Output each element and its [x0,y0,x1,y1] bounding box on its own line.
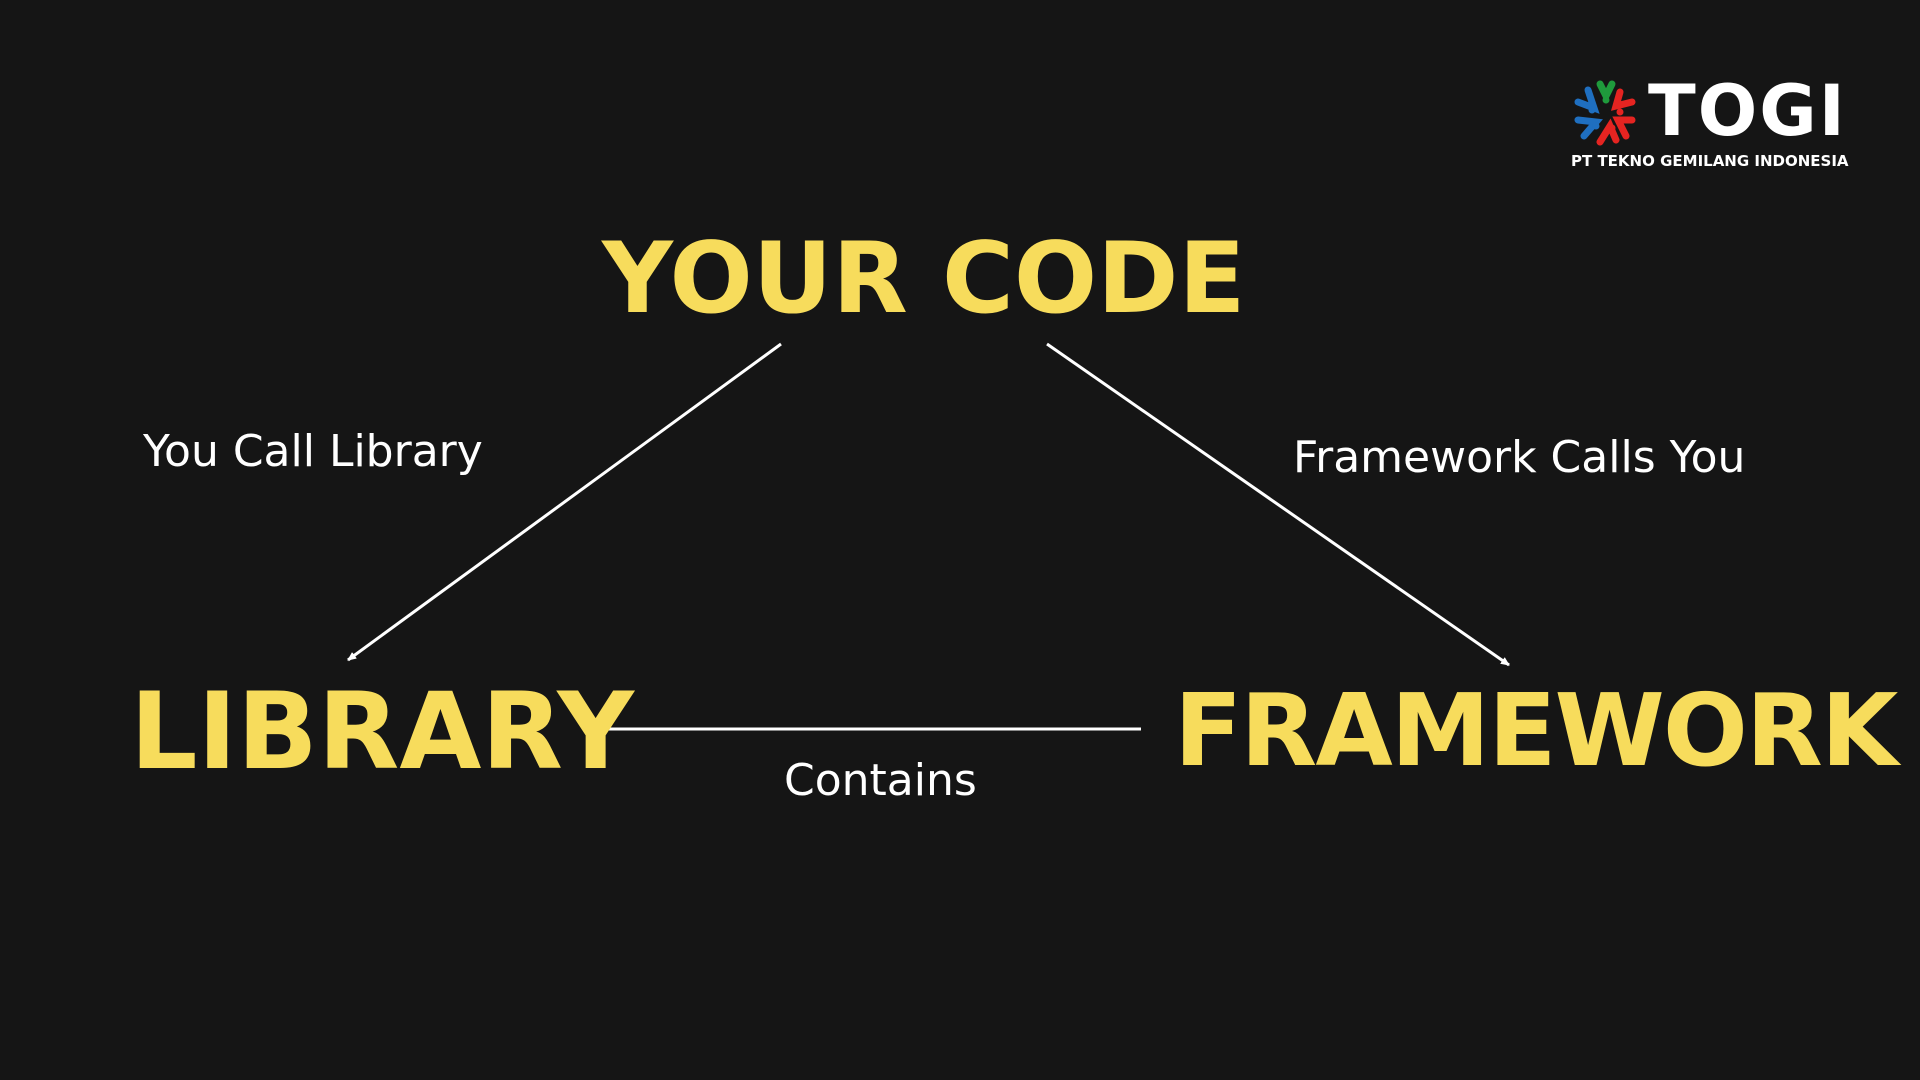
arrow-your-code-to-framework [1046,342,1510,667]
logo-name: TOGI [1648,70,1847,152]
arrow-your-code-to-library [347,342,782,662]
label-framework-calls-you: Framework Calls You [1293,432,1746,483]
label-you-call-library: You Call Library [143,426,483,477]
node-framework: FRAMEWORK [1174,672,1898,789]
label-contains: Contains [784,755,977,806]
logo-subtitle: PT TEKNO GEMILANG INDONESIA [1571,152,1849,170]
node-your-code: YOUR CODE [602,222,1246,336]
node-library: LIBRARY [130,670,635,793]
togi-logo-mark-icon [1574,80,1636,146]
